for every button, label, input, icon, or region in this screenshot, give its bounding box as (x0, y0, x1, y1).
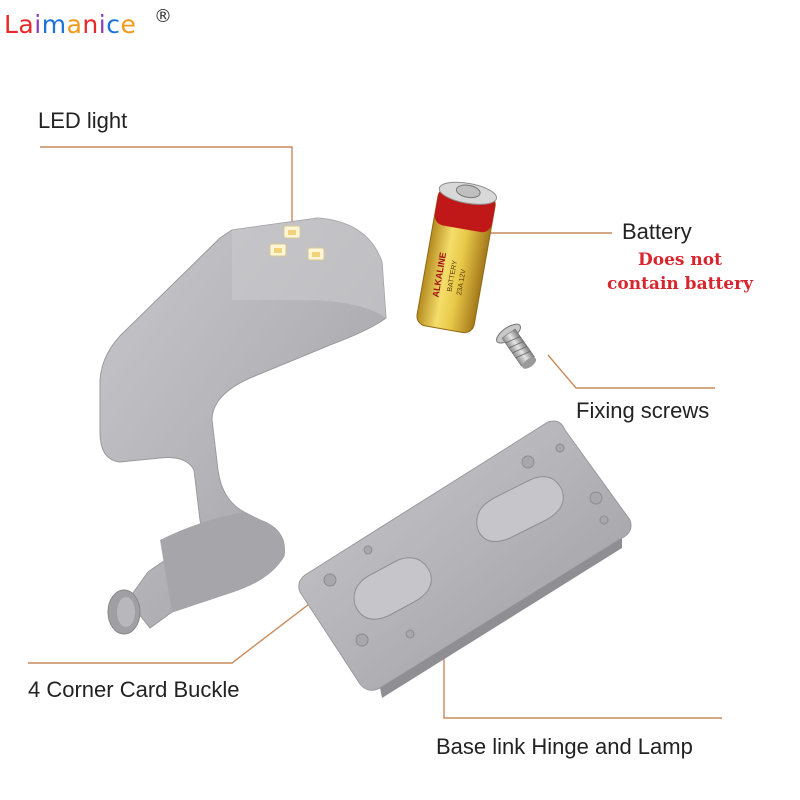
leader-buckle (28, 587, 331, 664)
hinge-lamp (99, 217, 387, 635)
brand-logo: Laimanice ® (4, 6, 172, 39)
base-slot-right (476, 476, 564, 543)
hinge-top-face (232, 218, 386, 318)
led-chips (269, 225, 325, 261)
battery-note: Does not contain battery (590, 248, 770, 296)
leader-screw (547, 354, 715, 389)
logo-letters-la: La (4, 10, 35, 39)
battery-note-line2: contain battery (607, 274, 753, 294)
leader-led (40, 146, 293, 225)
registered-mark: ® (154, 6, 173, 27)
corner-buckles (323, 443, 609, 647)
battery-print-model: 23A 12V (456, 268, 468, 296)
leader-lines (28, 146, 722, 719)
fixing-screw (496, 323, 537, 369)
base-plate-top (298, 420, 632, 691)
label-fixing-screws: Fixing screws (576, 398, 710, 423)
battery-note-line1: Does not (638, 250, 722, 270)
label-corner-buckle: 4 Corner Card Buckle (28, 677, 240, 702)
battery: ALKALINE BATTERY 23A 12V (416, 181, 498, 334)
base-plate (298, 420, 632, 698)
base-slot-left (353, 557, 432, 620)
hinge-arm-shade (160, 512, 285, 612)
logo-letter-c: c (106, 10, 121, 39)
label-battery: Battery (622, 219, 692, 244)
label-led-light: LED light (38, 108, 128, 133)
logo-letter-m: m (41, 10, 67, 39)
logo-letter-i2: i (98, 10, 107, 39)
logo-letter-i: i (34, 10, 42, 39)
logo-letter-a: a (66, 10, 83, 39)
logo-letter-n: n (82, 10, 99, 39)
label-base-link: Base link Hinge and Lamp (436, 734, 693, 759)
logo-letter-e: e (120, 10, 137, 39)
